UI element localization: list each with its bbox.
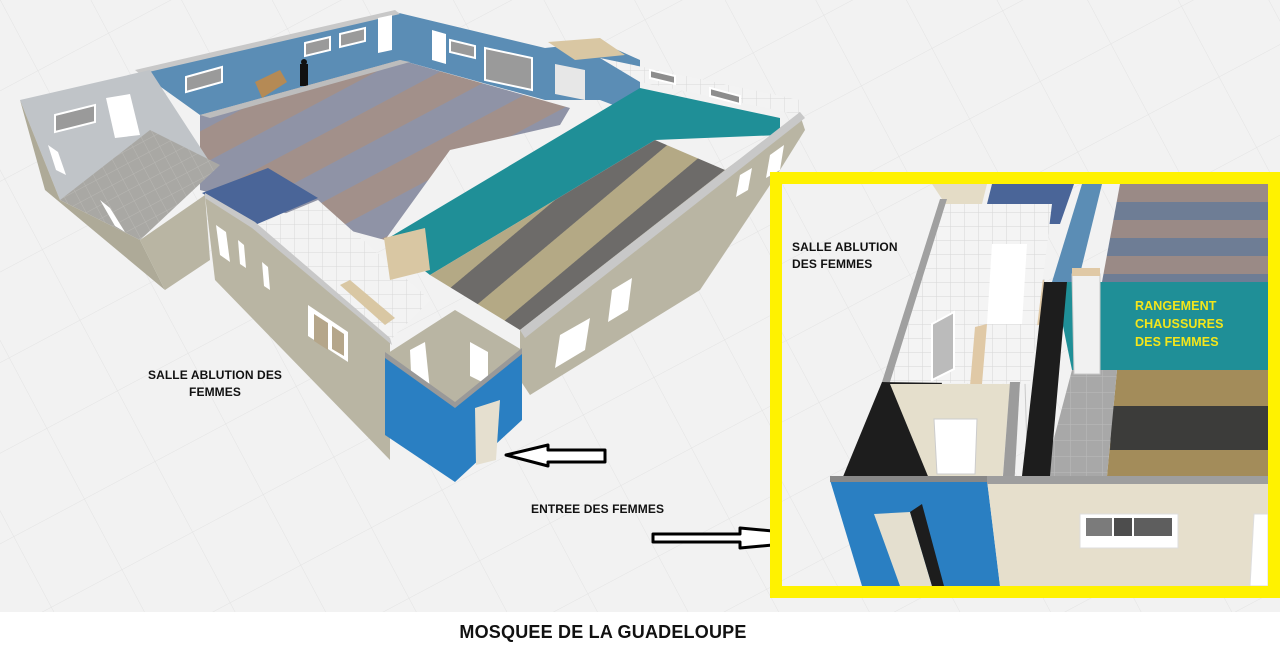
east-exterior-wall: [520, 115, 805, 395]
entrance-blue-wall-left: [385, 355, 455, 482]
staircase: [255, 70, 287, 98]
inset-entrance-door: [874, 512, 932, 586]
dark-blue-room: [202, 168, 318, 225]
inset-teal-wall: [1054, 282, 1268, 370]
teal-wall: [385, 88, 780, 275]
entrance-door: [475, 400, 500, 465]
inset-3d-model: [782, 184, 1268, 586]
label-entrance: ENTREE DES FEMMES: [531, 502, 665, 516]
arrow-left-icon: [504, 443, 607, 468]
page-title: MOSQUEE DE LA GUADELOUPE: [459, 622, 747, 642]
zoomed-inset-frame: SALLE ABLUTION DES FEMMES RANGEMENT CHAU…: [770, 172, 1280, 598]
label-ablution-main: SALLE ABLUTION DES FEMMES: [148, 368, 283, 399]
person-silhouette: [300, 64, 308, 86]
women-prayer-floor: [430, 140, 725, 330]
label-ablution-inset: SALLE ABLUTION DES FEMMES: [792, 240, 898, 271]
left-wing-floor: [60, 130, 220, 240]
ablution-exterior-wall: [205, 195, 390, 460]
ablution-room-floor: [250, 200, 430, 340]
label-shoe-storage: RANGEMENT CHAUSSURES DES FEMMES: [1135, 299, 1224, 349]
ablution-bench: [340, 280, 395, 325]
